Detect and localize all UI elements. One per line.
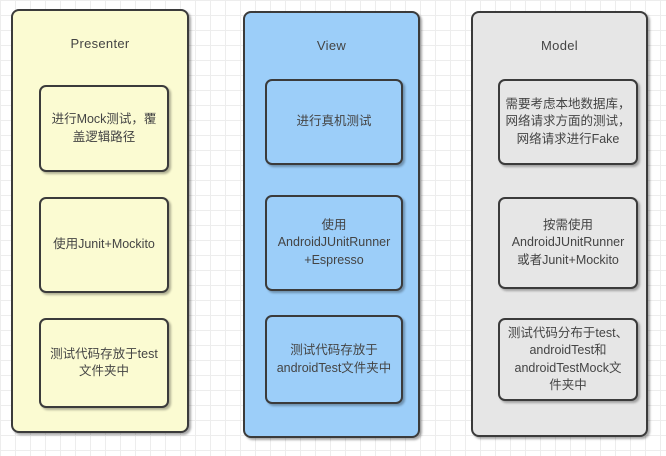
presenter-box-mock-testing[interactable]: 进行Mock测试，覆 盖逻辑路径 bbox=[39, 85, 169, 172]
presenter-box-test-folder[interactable]: 测试代码存放于test 文件夹中 bbox=[39, 318, 169, 408]
model-box-runner-or-mockito[interactable]: 按需使用 AndroidJUnitRunner 或者Junit+Mockito bbox=[498, 197, 638, 289]
model-box-folders-distribution[interactable]: 测试代码分布于test、 androidTest和 androidTestMoc… bbox=[498, 318, 638, 401]
presenter-lane[interactable]: Presenter 进行Mock测试，覆 盖逻辑路径 使用Junit+Mocki… bbox=[11, 9, 189, 433]
view-box-device-testing[interactable]: 进行真机测试 bbox=[265, 79, 403, 165]
model-lane-title: Model bbox=[541, 38, 578, 53]
presenter-lane-title: Presenter bbox=[70, 36, 130, 51]
view-box-androidtest-folder[interactable]: 测试代码存放于 androidTest文件夹中 bbox=[265, 315, 403, 404]
view-box-junitrunner-espresso[interactable]: 使用 AndroidJUnitRunner +Espresso bbox=[265, 195, 403, 291]
view-lane[interactable]: View 进行真机测试 使用 AndroidJUnitRunner +Espre… bbox=[243, 11, 420, 438]
model-box-db-network-fake[interactable]: 需要考虑本地数据库， 网络请求方面的测试， 网络请求进行Fake bbox=[498, 79, 638, 165]
model-lane[interactable]: Model 需要考虑本地数据库， 网络请求方面的测试， 网络请求进行Fake 按… bbox=[471, 11, 648, 437]
view-lane-title: View bbox=[316, 38, 347, 53]
presenter-box-junit-mockito[interactable]: 使用Junit+Mockito bbox=[39, 197, 169, 293]
